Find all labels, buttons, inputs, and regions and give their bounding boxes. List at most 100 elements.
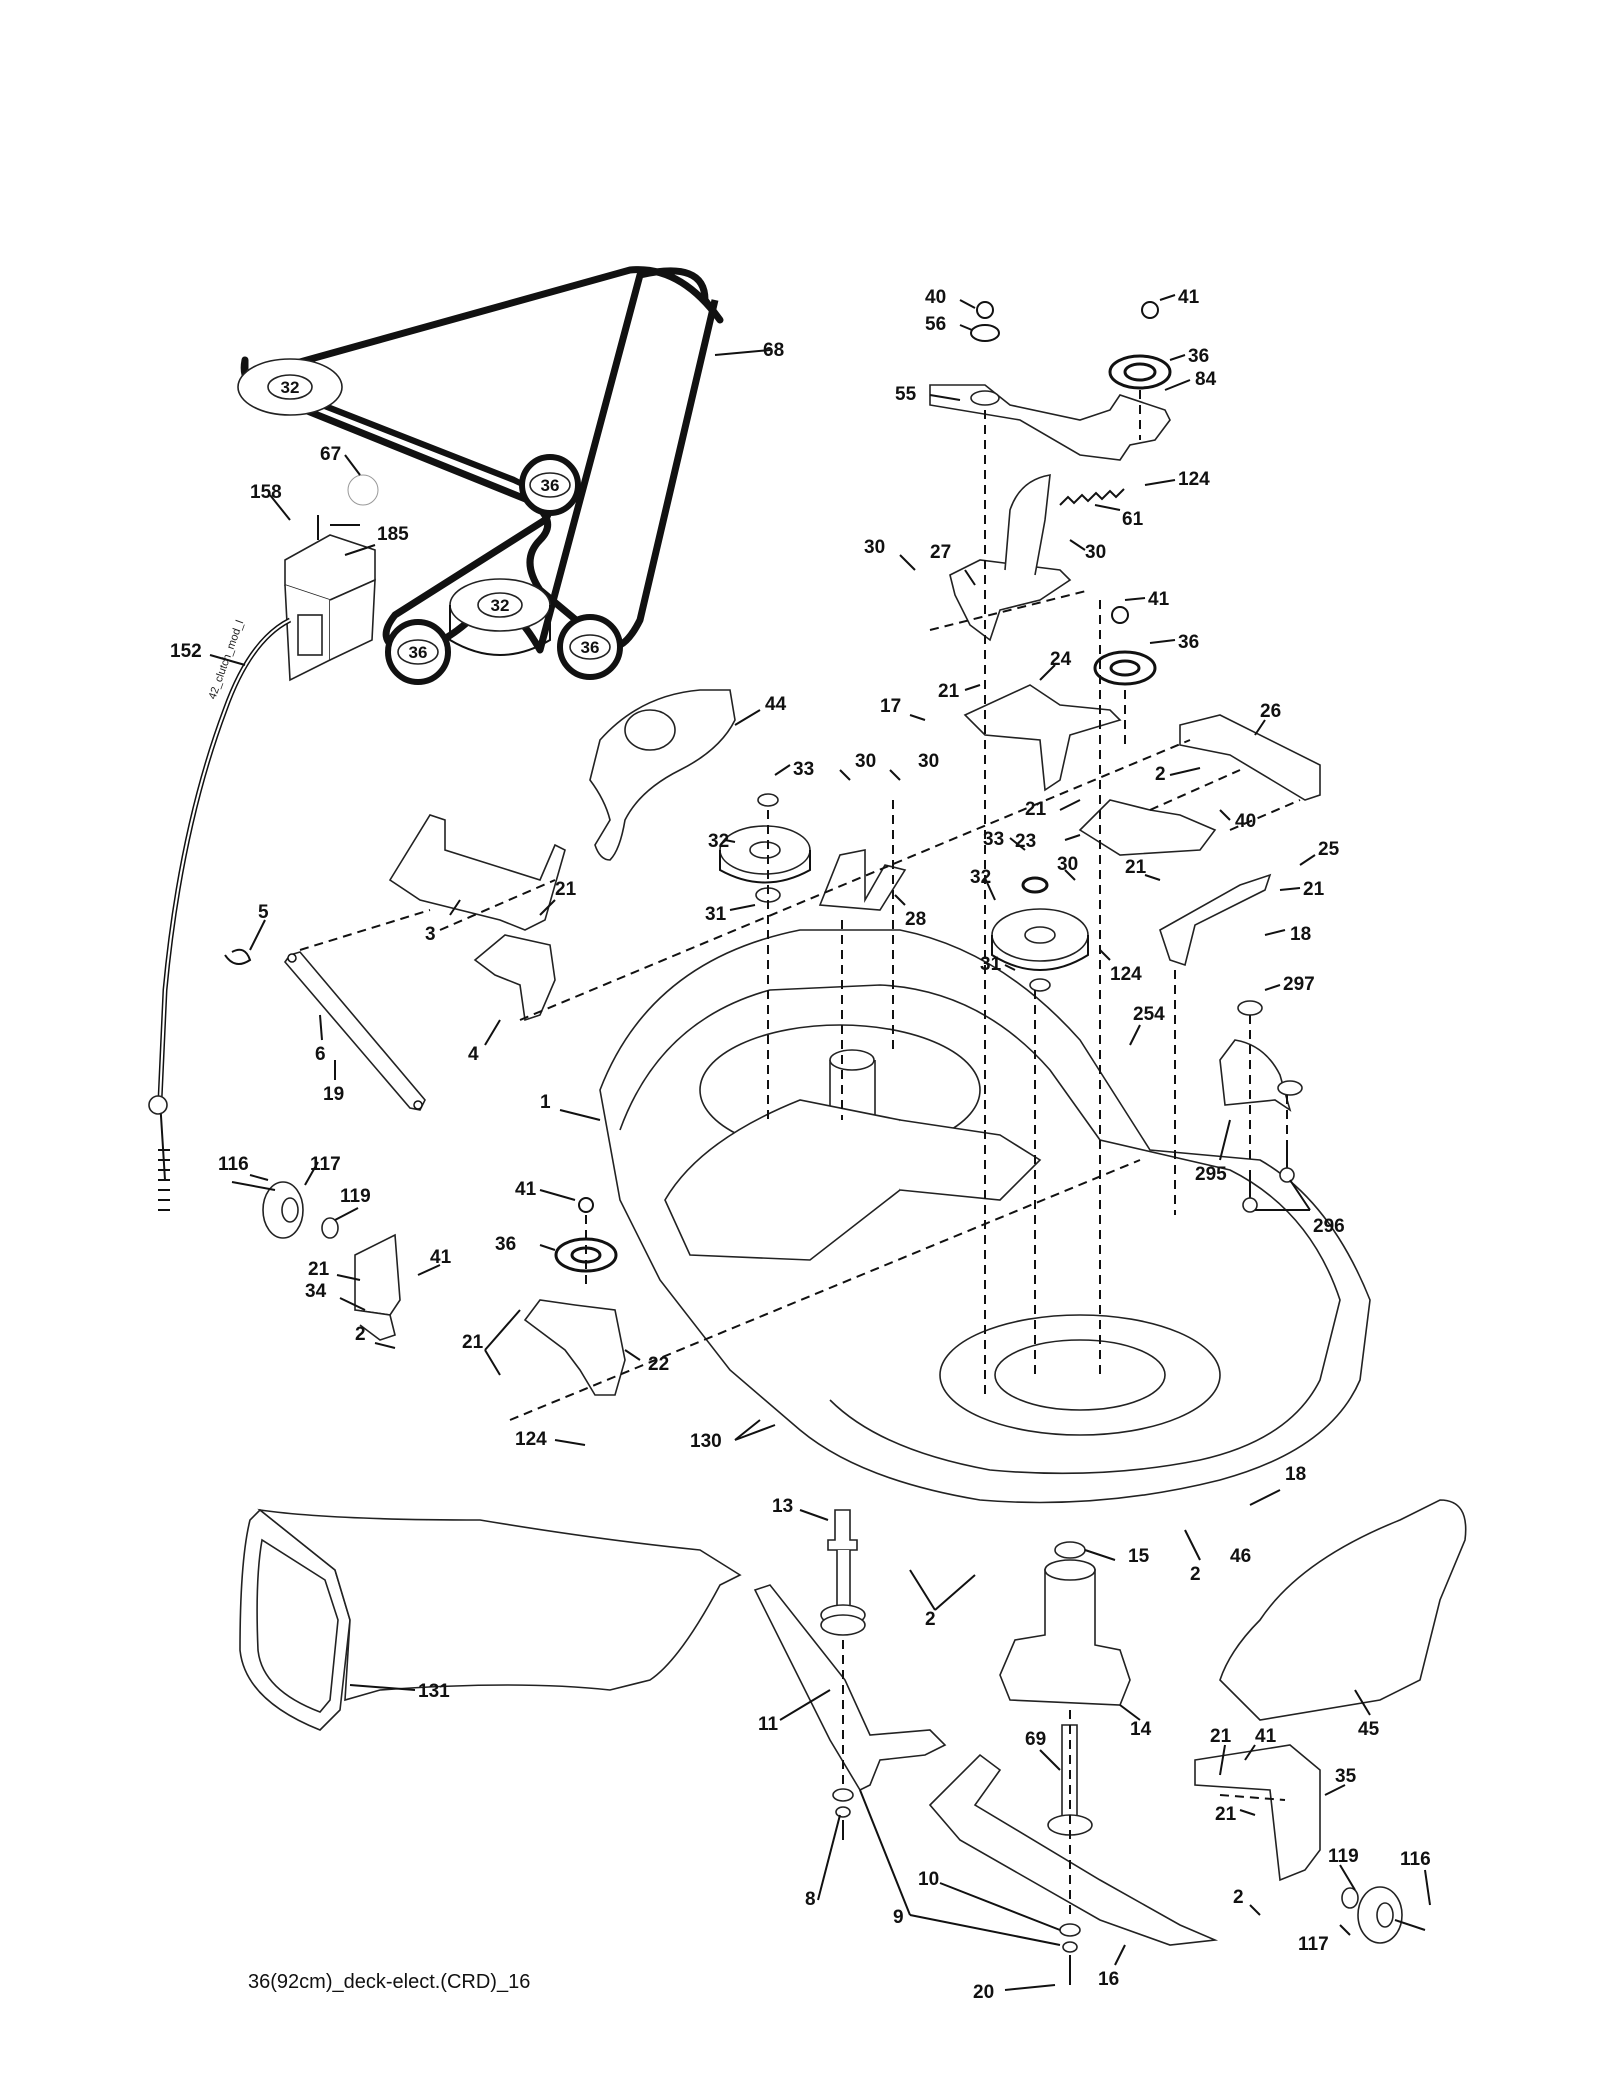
blade-16 bbox=[928, 1753, 1219, 1946]
callout: 13 bbox=[772, 1496, 793, 1517]
callout: 296 bbox=[1313, 1216, 1345, 1237]
pulley-36-lower bbox=[554, 1197, 618, 1273]
callout: 36 bbox=[495, 1234, 516, 1255]
callout: 11 bbox=[758, 1714, 779, 1735]
callout: 185 bbox=[377, 524, 409, 545]
pulley-32-top: 32 bbox=[237, 358, 343, 416]
callout: 117 bbox=[1298, 1934, 1329, 1955]
callout: 158 bbox=[250, 482, 282, 503]
belt-cover-45 bbox=[1219, 1499, 1467, 1721]
ball-67 bbox=[347, 474, 379, 506]
pulley-36-a: 36 bbox=[519, 454, 581, 516]
pulley-32-mid: 32 bbox=[449, 578, 551, 656]
bracket-27 bbox=[949, 474, 1072, 642]
nut-washer-40-56 bbox=[970, 301, 1000, 342]
bracket-25 bbox=[1159, 873, 1272, 967]
callout: 19 bbox=[323, 1084, 344, 1105]
callout: 124 bbox=[1178, 469, 1210, 490]
callout: 24 bbox=[1050, 649, 1072, 670]
callout: 3 bbox=[425, 924, 436, 945]
pulley-36-b: 36 bbox=[385, 619, 451, 685]
callout: 41 bbox=[430, 1247, 452, 1268]
callout: 41 bbox=[515, 1179, 537, 1200]
callout: 21 bbox=[1025, 799, 1047, 820]
callout: 36 bbox=[1188, 346, 1209, 367]
diagram-caption: 36(92cm)_deck-elect.(CRD)_16 bbox=[248, 1971, 530, 1993]
pulley-label: 36 bbox=[581, 638, 600, 657]
callout: 55 bbox=[895, 384, 917, 405]
callout: 295 bbox=[1195, 1164, 1227, 1185]
callout: 34 bbox=[305, 1281, 327, 1302]
callout: 30 bbox=[864, 537, 885, 558]
callout: 124 bbox=[515, 1429, 547, 1450]
callout: 124 bbox=[1110, 964, 1142, 985]
callout: 20 bbox=[973, 1982, 994, 2003]
clutch-cable-152: 42_clutch_mod_l bbox=[148, 617, 292, 1211]
callout: 117 bbox=[310, 1154, 341, 1175]
blade-11 bbox=[753, 1584, 947, 1792]
bracket-34 bbox=[354, 1233, 401, 1341]
callout: 119 bbox=[1328, 1846, 1359, 1867]
callout: 297 bbox=[1283, 974, 1315, 995]
callout: 21 bbox=[1210, 1726, 1232, 1747]
shield-295 bbox=[1219, 1039, 1292, 1112]
callout: 33 bbox=[793, 759, 814, 780]
bracket-28 bbox=[818, 849, 907, 911]
callout: 4 bbox=[468, 1044, 479, 1065]
callout: 28 bbox=[905, 909, 926, 930]
callout: 45 bbox=[1358, 1719, 1380, 1740]
bracket-22 bbox=[523, 1299, 626, 1396]
callout: 18 bbox=[1290, 924, 1311, 945]
assembly-guides bbox=[299, 390, 1301, 1920]
callout: 16 bbox=[1098, 1969, 1119, 1990]
callout: 21 bbox=[938, 681, 960, 702]
spring-61 bbox=[1059, 488, 1125, 506]
callout: 2 bbox=[1155, 764, 1166, 785]
blade-bolts bbox=[832, 1788, 1081, 1985]
callout: 25 bbox=[1318, 839, 1340, 860]
callout: 119 bbox=[340, 1186, 371, 1207]
callout: 6 bbox=[315, 1044, 326, 1065]
callout: 21 bbox=[1215, 1804, 1237, 1825]
callout: 46 bbox=[1230, 1546, 1251, 1567]
gauge-wheel-117-right bbox=[1341, 1886, 1426, 1944]
callout: 26 bbox=[1260, 701, 1281, 722]
callout: 2 bbox=[1190, 1564, 1201, 1585]
callout: 30 bbox=[918, 751, 939, 772]
callout: 254 bbox=[1133, 1004, 1165, 1025]
callout: 5 bbox=[258, 902, 269, 923]
mower-deck-1 bbox=[599, 929, 1371, 1504]
bracket-35 bbox=[1194, 1744, 1321, 1882]
bracket-24 bbox=[963, 684, 1122, 792]
callout: 30 bbox=[1085, 542, 1106, 563]
plate-23 bbox=[1078, 799, 1217, 856]
gauge-wheel-117-left bbox=[231, 1181, 339, 1239]
pulley-label: 32 bbox=[491, 596, 510, 615]
callout: 130 bbox=[690, 1431, 722, 1452]
callout: 22 bbox=[648, 1354, 669, 1375]
pulley-label: 36 bbox=[541, 476, 560, 495]
leader-lines bbox=[209, 294, 1431, 1991]
bracket-4 bbox=[473, 934, 556, 1022]
callout: 9 bbox=[893, 1907, 904, 1928]
callout: 41 bbox=[1178, 287, 1200, 308]
callout: 17 bbox=[880, 696, 901, 717]
callout: 21 bbox=[462, 1332, 484, 1353]
callout: 35 bbox=[1335, 1766, 1357, 1787]
callout: 68 bbox=[763, 340, 784, 361]
callout: 41 bbox=[1255, 1726, 1277, 1747]
callout: 23 bbox=[1015, 831, 1036, 852]
pulley-label: 36 bbox=[409, 643, 428, 662]
callout: 31 bbox=[705, 904, 727, 925]
callout-labels: 68 67 158 185 152 40 56 41 36 84 55 124 … bbox=[170, 287, 1431, 2003]
callout: 21 bbox=[308, 1259, 330, 1280]
spindle-housing-14 bbox=[999, 1541, 1131, 1706]
callout: 2 bbox=[355, 1324, 366, 1345]
callout: 36 bbox=[1178, 632, 1199, 653]
callout: 30 bbox=[1057, 854, 1078, 875]
callout: 30 bbox=[855, 751, 876, 772]
callout: 2 bbox=[1233, 1887, 1244, 1908]
callout: 1 bbox=[540, 1092, 551, 1113]
callout: 40 bbox=[1235, 811, 1256, 832]
